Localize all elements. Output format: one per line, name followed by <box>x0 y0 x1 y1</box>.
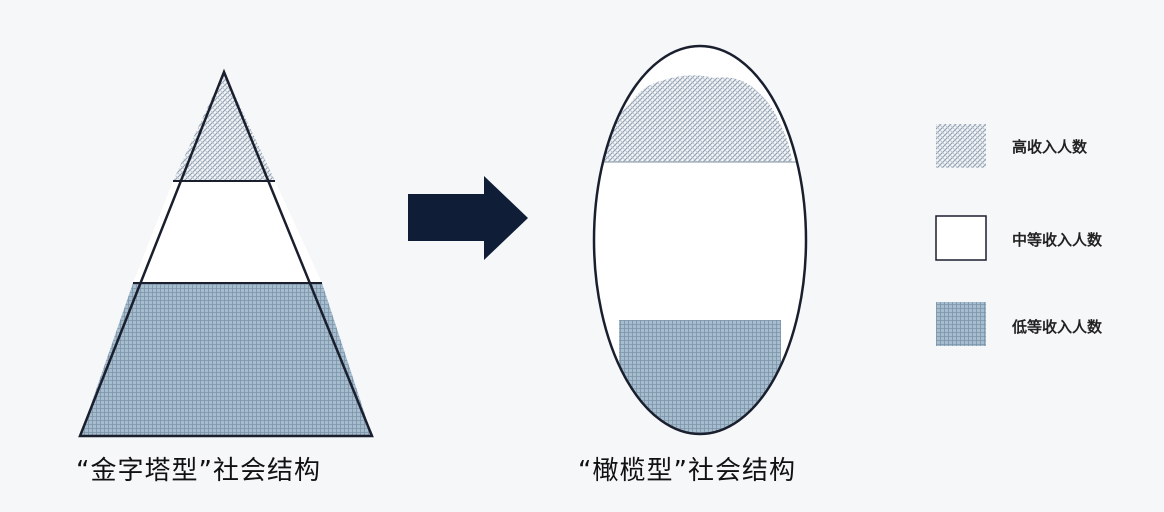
pyramid-middle-income-section <box>133 181 322 283</box>
pyramid-outline <box>78 68 374 438</box>
olive-low-income-section <box>619 320 781 434</box>
legend-high-swatch <box>936 124 986 168</box>
legend-high-label: 高收入人数 <box>1012 138 1088 156</box>
legend-middle-swatch <box>935 215 987 261</box>
legend-low-label: 低等收入人数 <box>1012 318 1103 336</box>
olive-shape <box>592 44 808 436</box>
olive-high-income-section <box>598 75 792 162</box>
olive-outline <box>592 44 808 436</box>
transition-arrow-icon <box>408 176 528 260</box>
legend-low-swatch <box>936 302 986 346</box>
pyramid-caption: “金字塔型”社会结构 <box>76 456 321 486</box>
pyramid-low-income-section <box>80 283 372 436</box>
pyramid-high-income-section <box>173 72 275 181</box>
olive-caption: “橄榄型”社会结构 <box>578 456 796 486</box>
pyramid-shape <box>78 68 374 438</box>
legend-middle-label: 中等收入人数 <box>1012 231 1103 249</box>
